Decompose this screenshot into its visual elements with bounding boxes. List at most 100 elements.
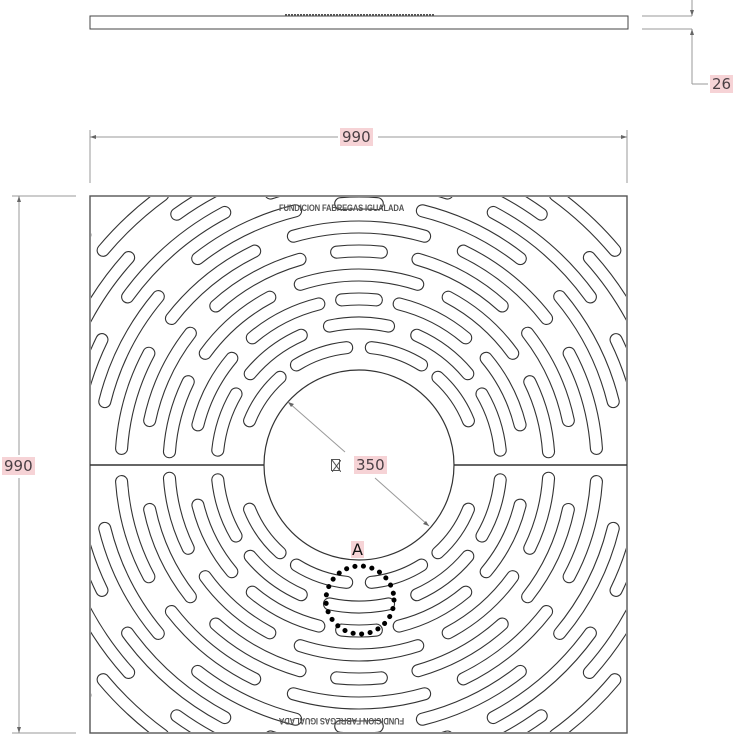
slot	[562, 346, 603, 455]
slot	[648, 302, 697, 436]
slot	[410, 328, 475, 381]
slot	[322, 316, 396, 333]
slot	[21, 302, 70, 436]
slot	[209, 617, 307, 678]
slot	[486, 626, 597, 725]
width-dimension	[89, 130, 628, 183]
height-dimension	[12, 195, 76, 734]
slot	[392, 297, 473, 345]
slot	[191, 351, 239, 432]
slot	[211, 387, 243, 457]
slot	[609, 333, 626, 383]
brand-text-top: FUNDICION FABREGAS IGUALADA	[279, 203, 405, 213]
slot	[170, 197, 217, 221]
slot	[243, 549, 308, 602]
slot	[245, 585, 326, 633]
slot	[266, 730, 452, 732]
slot	[521, 326, 575, 427]
slot	[441, 570, 520, 640]
slot	[334, 719, 384, 732]
slot	[191, 664, 303, 726]
detail-a-marker	[323, 563, 397, 637]
slot	[627, 229, 697, 337]
slot	[91, 251, 136, 323]
slot	[549, 673, 622, 732]
slot	[364, 341, 429, 372]
slot	[164, 604, 262, 686]
slot	[243, 370, 287, 428]
slot	[191, 204, 303, 266]
slot	[243, 328, 308, 381]
slot	[411, 617, 509, 678]
side-view	[89, 0, 708, 85]
slot	[582, 251, 626, 321]
height-label: 990	[2, 457, 35, 475]
slot	[286, 220, 432, 243]
slot	[549, 197, 622, 257]
slot	[628, 650, 696, 736]
slot	[392, 585, 473, 633]
thickness-label: 26	[710, 75, 734, 93]
slot	[330, 671, 388, 686]
slot	[456, 604, 554, 686]
slot	[170, 709, 215, 732]
slot	[562, 475, 603, 584]
slot	[21, 494, 70, 628]
width-label: 990	[340, 128, 373, 146]
detail-a-label: A	[351, 540, 364, 559]
slot	[115, 346, 156, 455]
slot	[364, 558, 429, 589]
slot	[523, 471, 556, 555]
slot	[198, 570, 277, 640]
slot	[143, 503, 197, 604]
slot	[503, 709, 548, 732]
slot	[335, 292, 383, 307]
slot	[191, 498, 239, 579]
slot	[91, 333, 109, 387]
slot	[523, 375, 556, 459]
slot	[162, 471, 195, 555]
slot	[286, 687, 432, 710]
slot	[501, 197, 548, 221]
slot	[628, 194, 696, 280]
slot	[627, 593, 697, 701]
slot	[335, 623, 383, 638]
slot	[582, 609, 626, 679]
slot	[211, 473, 243, 543]
slot	[293, 639, 425, 662]
slot	[198, 290, 277, 360]
slot	[162, 375, 195, 459]
slot	[415, 204, 527, 266]
slot	[91, 233, 92, 237]
slot	[431, 502, 475, 560]
slot	[293, 268, 425, 291]
slot	[245, 297, 326, 345]
slot	[479, 351, 527, 432]
slot	[265, 197, 453, 200]
slot	[96, 673, 169, 732]
slot	[410, 549, 475, 602]
slot	[456, 244, 554, 326]
slot	[98, 290, 165, 409]
slot	[289, 558, 354, 589]
slot	[209, 252, 307, 313]
slot	[411, 252, 509, 313]
slot	[91, 607, 136, 679]
slot	[431, 370, 475, 428]
slot	[475, 473, 507, 543]
slot	[121, 626, 232, 725]
slot	[96, 197, 169, 257]
slot	[553, 521, 620, 640]
slot	[330, 244, 388, 259]
slot	[98, 521, 165, 640]
slot	[479, 498, 527, 579]
slot	[609, 547, 626, 597]
slot	[553, 290, 620, 409]
slot	[415, 664, 527, 726]
slot	[441, 290, 520, 360]
slot	[22, 194, 90, 280]
slot	[486, 205, 597, 304]
slot	[164, 244, 262, 326]
slot	[648, 494, 697, 628]
